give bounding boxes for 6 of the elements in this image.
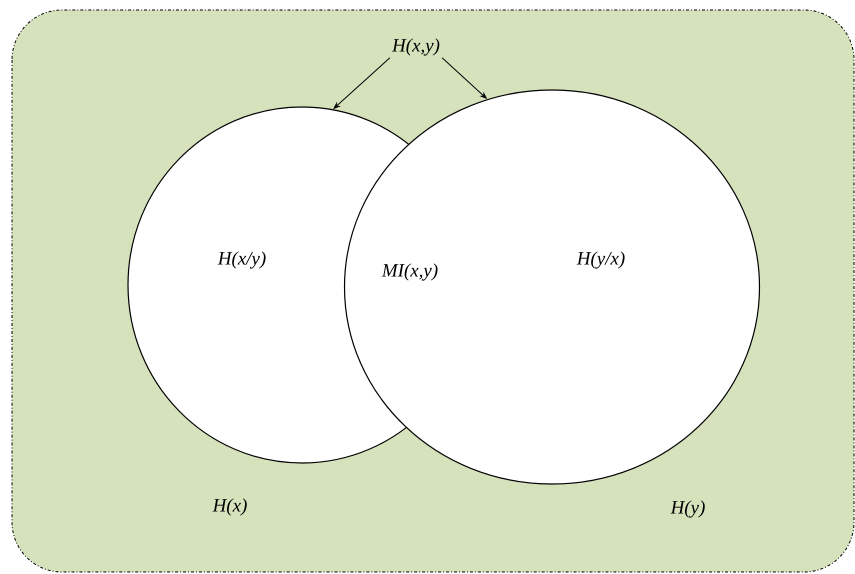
region-label: H(x/y): [218, 251, 266, 269]
set-label: H(x): [212, 498, 247, 516]
overlap-label: MI(x,y): [382, 263, 438, 281]
region-label: H(y/x): [576, 251, 625, 269]
set-label: H(y): [670, 500, 705, 518]
text-label: H(x,y): [392, 38, 440, 56]
